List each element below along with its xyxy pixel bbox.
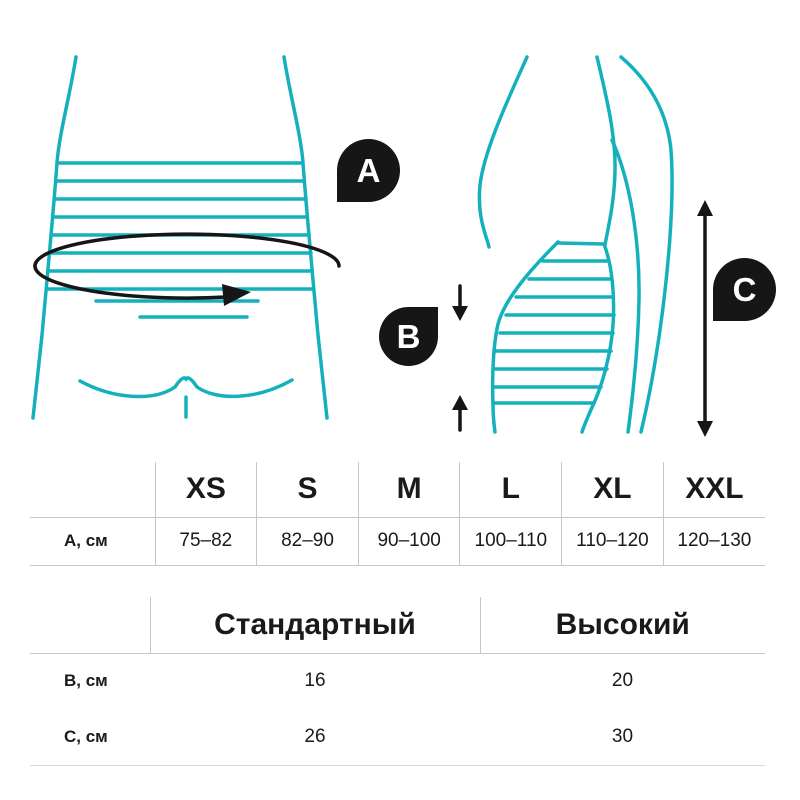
side-view-figure	[477, 55, 674, 434]
size-header-xxl: XXL	[662, 462, 765, 517]
c-value-standard: 26	[304, 725, 326, 747]
height-table-row-c: С, см 26 30	[30, 709, 765, 765]
row-label-b: В, см	[64, 671, 108, 691]
b-value-tall: 20	[611, 670, 634, 692]
size-header-xs: XS	[154, 462, 257, 517]
height-table-row-b: В, см 16 20	[30, 653, 765, 709]
b-value-standard: 16	[304, 670, 326, 692]
arm-inner-outline	[610, 138, 641, 434]
size-header-l: L	[459, 462, 562, 517]
height-table-corner-cell	[30, 597, 150, 653]
back-upper-outline	[595, 55, 617, 247]
badge-c-letter: C	[732, 271, 757, 308]
size-header-m: M	[357, 462, 460, 517]
measurement-a-badge: A	[337, 139, 400, 202]
c-arrowhead-down	[697, 421, 713, 437]
b-arrowhead-up	[452, 395, 468, 410]
badge-b-letter: B	[396, 318, 421, 355]
band-front-edge	[490, 240, 560, 434]
chest-front-outline	[477, 55, 529, 249]
size-value-xs: 75–82	[154, 517, 257, 565]
measurement-figures	[31, 55, 713, 437]
back-view-figure	[31, 55, 329, 420]
row-label-c: С, см	[64, 726, 108, 746]
circumference-a-arrow	[33, 232, 341, 306]
corset-band-back-stripes	[46, 161, 315, 291]
size-table-corner-cell	[30, 462, 155, 517]
corset-band-side-stripes	[491, 241, 616, 405]
height-header-tall: Высокий	[479, 597, 765, 653]
c-arrowhead-up	[697, 200, 713, 216]
row-label-a: А, см	[64, 531, 108, 550]
torso-right-outline	[282, 55, 329, 420]
circumference-arc	[33, 232, 341, 300]
circumference-arrowhead	[222, 284, 251, 306]
arm-outer-outline	[619, 55, 674, 434]
size-value-m: 90–100	[357, 517, 460, 565]
height-header-standard: Стандартный	[149, 597, 480, 653]
size-table: XS S M L XL XXL А, см 75–82 82–90 90–100…	[30, 462, 765, 566]
height-table-header-row: Стандартный Высокий	[30, 597, 765, 653]
b-arrowhead-down	[452, 306, 468, 321]
size-value-l: 100–110	[459, 517, 562, 565]
size-header-xl: XL	[561, 462, 664, 517]
size-header-s: S	[256, 462, 359, 517]
size-value-xxl: 120–130	[662, 517, 765, 565]
size-value-s: 82–90	[256, 517, 359, 565]
measurement-b-arrow	[452, 284, 468, 432]
measurement-c-arrow	[697, 200, 713, 437]
buttocks-curve	[78, 376, 294, 399]
size-table-values-row: А, см 75–82 82–90 90–100 100–110 110–120…	[30, 517, 765, 565]
measurement-c-badge: C	[713, 258, 776, 321]
measurement-b-badge: B	[379, 307, 438, 366]
torso-left-outline	[31, 55, 78, 420]
badge-a-letter: A	[356, 152, 381, 189]
size-table-header-row: XS S M L XL XXL	[30, 462, 765, 517]
height-table: Стандартный Высокий В, см 16 20 С, см 26…	[30, 597, 765, 766]
c-value-tall: 30	[611, 725, 634, 747]
size-value-xl: 110–120	[561, 517, 664, 565]
